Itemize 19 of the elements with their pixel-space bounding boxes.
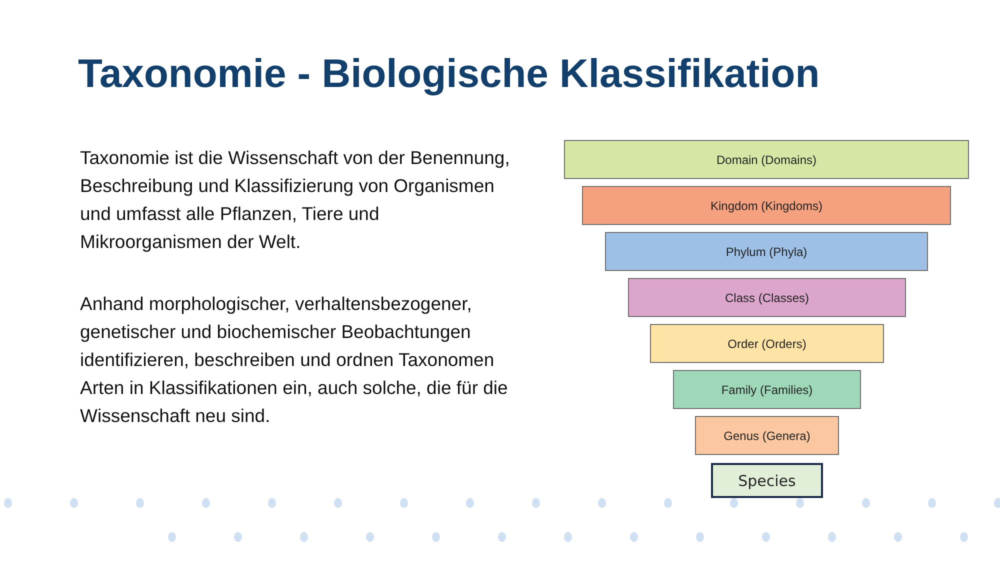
- rank-label: Genus (Genera): [724, 428, 810, 442]
- rank-label: Kingdom (Kingdoms): [710, 198, 823, 212]
- rank-bar: [711, 463, 823, 498]
- rank-bar: [695, 416, 839, 455]
- rank-bar: [582, 186, 951, 225]
- rank-bar: [605, 232, 928, 271]
- rank-bar: [673, 370, 861, 409]
- rank-label: Family (Families): [721, 382, 813, 396]
- rank-label: Phylum (Phyla): [726, 244, 808, 258]
- paragraph: Anhand morphologischer, verhaltensbezogener, genetischer und biochemischer Beobachtungen identifizieren, beschreiben und ordnen Taxonomen Arten in Klassifikationen ein, auch solche, die für die Wissenschaft neu sind.: [80, 292, 509, 428]
- rank-bar: [650, 324, 884, 363]
- paragraph: Taxonomie ist die Wissenschaft von der Benennung, Beschreibung und Klassifizierung von Organismen und umfasst alle Pflanzen, Tiere und Mikroorganismen der Welt.: [80, 146, 511, 254]
- title: Taxonomie - Biologische Klassifikation: [78, 52, 820, 97]
- rank-label: Order (Orders): [728, 336, 806, 350]
- rank-label: Domain (Domains): [716, 152, 817, 166]
- rank-label: Species: [738, 472, 796, 490]
- rank-label: Class (Classes): [724, 290, 809, 304]
- rank-bar: [628, 278, 906, 317]
- rank-bar: [564, 140, 969, 179]
